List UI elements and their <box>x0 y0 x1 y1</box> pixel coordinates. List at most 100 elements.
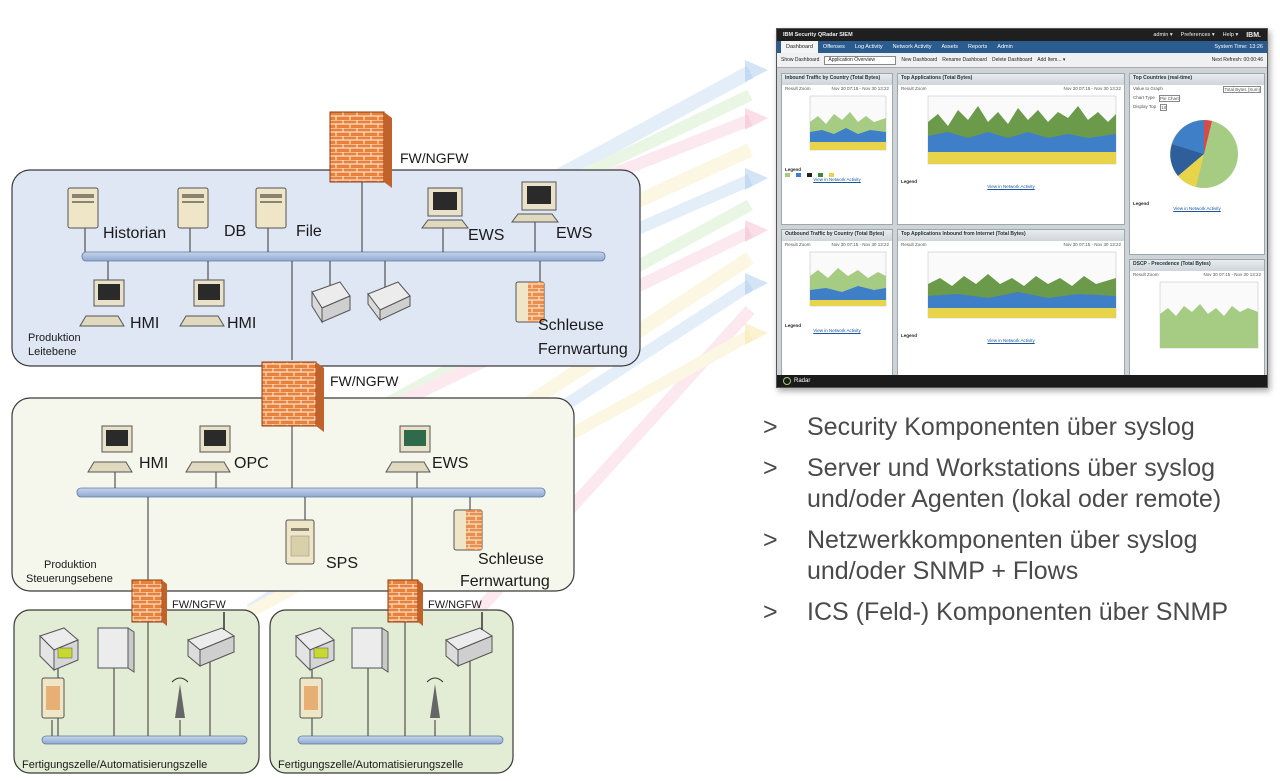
panel-top-apps-range: Nov 30 07:15 - Nov 30 13:22 <box>1063 86 1121 91</box>
ews1-label: EWS <box>468 227 504 244</box>
panel-top-apps-result: Result Zoom <box>901 86 927 91</box>
tab-dashboard[interactable]: Dashboard <box>781 41 818 53</box>
fw-top-label: FW/NGFW <box>400 150 469 166</box>
tab-network-activity[interactable]: Network Activity <box>892 44 932 50</box>
panel-dscp-title: DSCP - Precedence (Total Bytes) <box>1130 260 1264 271</box>
bus-steuerungsebene <box>76 487 546 498</box>
new-dashboard-button[interactable]: New Dashboard <box>901 57 938 63</box>
panel-outbound-chart <box>809 251 887 307</box>
add-item-button[interactable]: Add Item... ▾ <box>1037 57 1066 63</box>
panel-dscp: DSCP - Precedence (Total Bytes) Result Z… <box>1129 259 1265 377</box>
brand-logo: IBM. <box>1246 31 1261 39</box>
bullet-text: Server und Workstations über syslog und/… <box>807 454 1222 513</box>
sps-label: SPS <box>326 555 358 572</box>
panel-inbound-legend-title: Legend <box>785 167 802 172</box>
bullet-item: >Netzwerkkomponenten über syslog und/ode… <box>763 525 1273 587</box>
arrow-heads <box>745 60 768 345</box>
dashboard-nav: Dashboard Offenses Log Activity Network … <box>777 41 1267 53</box>
value-to-graph-label: Value to Graph <box>1133 86 1163 91</box>
tab-reports[interactable]: Reports <box>968 44 988 50</box>
display-top-select[interactable]: 10 <box>1160 104 1168 111</box>
server-db-icon <box>177 187 209 229</box>
panel-dscp-result: Result Zoom <box>1133 272 1159 277</box>
show-dashboard-label: Show Dashboard <box>781 57 820 63</box>
db-label: DB <box>224 223 246 240</box>
qradar-logo-icon <box>783 377 791 385</box>
firewall-top-icon <box>329 111 392 188</box>
preferences-menu[interactable]: Preferences ▾ <box>1180 32 1215 38</box>
panel-dscp-chart <box>1159 281 1259 349</box>
firewall-mid-icon <box>261 361 324 432</box>
field-device-left-4-icon <box>41 677 65 719</box>
field-device-right-3-icon <box>445 612 494 668</box>
tab-assets[interactable]: Assets <box>941 44 959 50</box>
gateway-schleuse2-icon <box>453 509 483 551</box>
panel-inbound-result: Result Zoom <box>785 86 811 91</box>
antenna-left-icon <box>171 677 189 718</box>
panel-apps-inbound-link[interactable]: View in Network Activity <box>987 338 1035 343</box>
panel-top-apps-link[interactable]: View in Network Activity <box>987 184 1035 189</box>
bullet-marker: > <box>763 598 778 626</box>
panel-top-countries-link[interactable]: View in Network Activity <box>1173 206 1221 211</box>
system-time: System Time: 13:26 <box>1214 44 1263 50</box>
panel-apps-inbound-title: Top Applications Inbound from Internet (… <box>898 230 1124 241</box>
workstation-ews3-icon <box>385 425 431 473</box>
panel-top-countries-title: Top Countries (real-time) <box>1130 74 1264 85</box>
user-menu[interactable]: admin ▾ <box>1153 32 1173 38</box>
delete-dashboard-button[interactable]: Delete Dashboard <box>991 57 1033 63</box>
panel-apps-inbound-range: Nov 30 07:15 - Nov 30 13:22 <box>1063 242 1121 247</box>
app-title: IBM Security QRadar SIEM <box>783 32 853 38</box>
hmi3-label: HMI <box>139 455 168 472</box>
bus-leitebene <box>81 251 606 262</box>
panel-apps-inbound-result: Result Zoom <box>901 242 927 247</box>
panel-inbound-range: Nov 30 07:15 - Nov 30 13:22 <box>831 86 889 91</box>
panel-top-countries-pie <box>1170 120 1238 188</box>
fw-mid-label: FW/NGFW <box>330 373 399 389</box>
network-diagram: FW/NGFW FW/NGFW FW/NGFW FW/NGFW Historia… <box>11 60 768 774</box>
next-refresh: Next Refresh: 00:00:46 <box>1211 57 1263 63</box>
opc-label: OPC <box>234 455 269 472</box>
tab-log-activity[interactable]: Log Activity <box>854 44 883 50</box>
firewall-left-icon <box>131 579 167 626</box>
value-to-graph-select[interactable]: Total Bytes (Sum) <box>1223 86 1261 93</box>
rename-dashboard-button[interactable]: Rename Dashboard <box>942 57 987 63</box>
bullet-marker: > <box>763 413 778 441</box>
bullet-item: > Server und Workstations über syslog und… <box>763 453 1273 515</box>
gateway-schleuse1-icon <box>515 281 545 323</box>
panel-inbound-link[interactable]: View in Network Activity <box>813 177 861 182</box>
panel-inbound-title: Inbound Traffic by Country (Total Bytes) <box>782 74 892 85</box>
zone-steuerungsebene-label2: Steuerungsebene <box>26 573 113 585</box>
panel-top-countries: Top Countries (real-time) Value to Graph… <box>1129 73 1265 255</box>
panel-dscp-range: Nov 30 07:15 - Nov 30 13:22 <box>1203 272 1261 277</box>
chart-type-select[interactable]: Pie Chart <box>1158 95 1180 102</box>
field-device-left-1-icon <box>39 627 79 672</box>
zone-leitebene-label2: Leitebene <box>28 346 76 358</box>
panel-outbound: Outbound Traffic by Country (Total Bytes… <box>781 229 893 377</box>
bus-zelle-right <box>297 735 504 745</box>
field-device-right-4-icon <box>299 677 323 719</box>
panel-top-apps-title: Top Applications (Total Bytes) <box>898 74 1124 85</box>
tab-admin[interactable]: Admin <box>997 44 1013 50</box>
bullet-item: >ICS (Feld-) Komponenten über SNMP <box>763 597 1273 628</box>
panel-outbound-legend-title: Legend <box>785 323 802 328</box>
zone-zelle-left-label: Fertigungszelle/Automatisierungszelle <box>22 759 207 771</box>
help-menu[interactable]: Help ▾ <box>1222 32 1239 38</box>
zone-leitebene-label1: Produktion <box>28 332 81 344</box>
plc-sps-icon <box>285 519 315 565</box>
printer-icon <box>311 281 351 324</box>
antenna-right-icon <box>426 677 444 718</box>
tab-offenses[interactable]: Offenses <box>822 44 845 50</box>
server-file-icon <box>255 187 287 229</box>
panel-apps-inbound: Top Applications Inbound from Internet (… <box>897 229 1125 377</box>
panel-inbound: Inbound Traffic by Country (Total Bytes)… <box>781 73 893 225</box>
bullet-item: >Security Komponenten über syslog <box>763 412 1273 443</box>
panel-inbound-chart <box>809 95 887 151</box>
field-device-right-1-icon <box>295 627 335 672</box>
panel-outbound-title: Outbound Traffic by Country (Total Bytes… <box>782 230 892 241</box>
display-top-label: Display Top <box>1133 104 1157 109</box>
panel-top-apps-legend-title: Legend <box>901 179 918 184</box>
panel-outbound-link[interactable]: View in Network Activity <box>813 328 861 333</box>
ews2-label: EWS <box>556 225 592 242</box>
bullet-marker: > <box>763 454 778 482</box>
dashboard-select[interactable]: Application Overview <box>824 55 897 65</box>
